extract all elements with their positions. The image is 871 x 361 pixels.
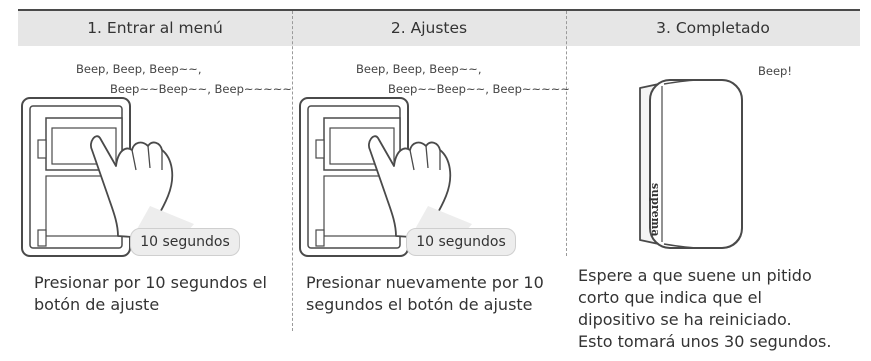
steps-header-band	[18, 11, 860, 46]
step2-beep-line2: Beep~~Beep~~, Beep~~~~~	[388, 82, 571, 96]
step2-title: 2. Ajustes	[390, 19, 468, 37]
step2-press-illustration	[299, 97, 472, 257]
step2-duration-badge: 10 segundos	[406, 228, 516, 256]
step2-beep-line1: Beep, Beep, Beep~~,	[356, 62, 482, 76]
step3-device-icon	[639, 79, 743, 249]
step3-device-brand: suprema	[649, 183, 662, 236]
step3-title: 3. Completado	[656, 19, 770, 37]
step3-caption-line3: dipositivo se ha reiniciado.	[578, 310, 792, 329]
step1-caption-line1: Presionar por 10 segundos el	[34, 273, 267, 292]
column-divider-1	[292, 11, 293, 331]
step1-beep-line2: Beep~~Beep~~, Beep~~~~~	[110, 82, 293, 96]
step2-caption-line2: segundos el botón de ajuste	[306, 295, 533, 314]
step3-caption-line4: Esto tomará unos 30 segundos.	[578, 332, 832, 351]
step1-device-icon	[21, 97, 131, 257]
step1-title: 1. Entrar al menú	[87, 19, 223, 37]
step1-duration-badge: 10 segundos	[130, 228, 240, 256]
step3-beep-label: Beep!	[758, 64, 792, 78]
step3-caption-line2: corto que indica que el	[578, 288, 762, 307]
header-top-rule	[18, 9, 860, 11]
step1-beep-line1: Beep, Beep, Beep~~,	[76, 62, 202, 76]
step2-caption-line1: Presionar nuevamente por 10	[306, 273, 544, 292]
step3-device-illustration: suprema	[639, 79, 743, 249]
step3-caption-line1: Espere a que suene un pitido	[578, 266, 812, 285]
step1-caption-line2: botón de ajuste	[34, 295, 160, 314]
step1-press-illustration	[21, 97, 194, 257]
column-divider-2	[566, 11, 567, 256]
